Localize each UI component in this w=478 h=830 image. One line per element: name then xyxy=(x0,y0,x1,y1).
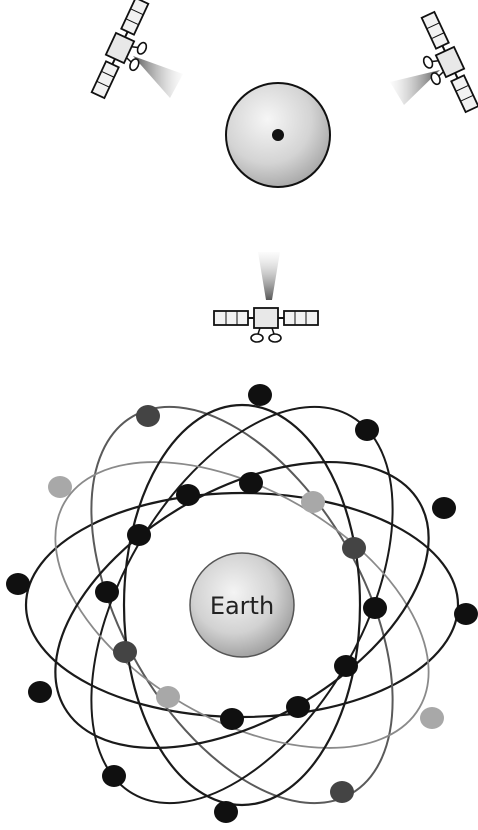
orbit-satellite xyxy=(136,405,160,427)
orbit-satellite xyxy=(248,384,272,406)
satellite-top-right xyxy=(390,11,478,120)
orbit-satellite xyxy=(355,419,379,441)
orbit-satellite xyxy=(102,765,126,787)
orbit-satellite xyxy=(6,573,30,595)
orbit-satellite xyxy=(342,537,366,559)
orbit-satellite xyxy=(95,581,119,603)
orbit-satellite xyxy=(176,484,200,506)
signal-beam xyxy=(258,252,280,300)
orbit-satellite xyxy=(113,641,137,663)
orbit-satellite xyxy=(239,472,263,494)
receiver-dot xyxy=(272,129,284,141)
orbit-satellite xyxy=(454,603,478,625)
orbit-satellite xyxy=(363,597,387,619)
signal-beam xyxy=(133,56,183,98)
orbit-satellite xyxy=(28,681,52,703)
orbit-satellite xyxy=(420,707,444,729)
orbit-satellite xyxy=(220,708,244,730)
orbit-satellite xyxy=(156,686,180,708)
receiver-target xyxy=(226,83,330,187)
orbit-satellite xyxy=(301,491,325,513)
satellite-icon xyxy=(214,308,318,342)
orbit-satellite xyxy=(334,655,358,677)
satellite-bottom xyxy=(214,252,318,342)
orbit-satellite xyxy=(432,497,456,519)
earth-label: Earth xyxy=(210,592,274,620)
orbit-satellite xyxy=(214,801,238,823)
orbit-satellite xyxy=(48,476,72,498)
orbit-satellite xyxy=(286,696,310,718)
orbit-satellite xyxy=(330,781,354,803)
earth: Earth xyxy=(190,553,294,657)
satellite-icon xyxy=(406,11,478,120)
satellite-top-left xyxy=(89,0,183,105)
orbit-satellite xyxy=(127,524,151,546)
satellite-icon xyxy=(89,0,164,105)
